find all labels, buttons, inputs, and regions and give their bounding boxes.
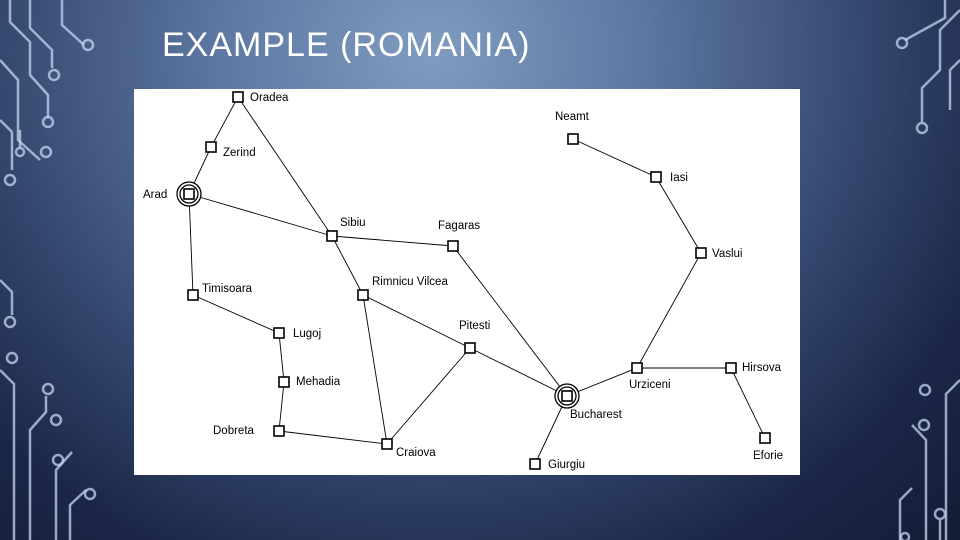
city-label-lugoj: Lugoj [293,328,321,340]
city-label-vaslui: Vaslui [712,248,742,260]
road-lugoj-mehadia [278,332,285,383]
road-oradea-sibiu [237,96,333,237]
city-node-pitesti [464,342,476,354]
city-node-dobreta [273,425,285,437]
city-node-zerind [205,141,217,153]
road-rimnicu-pitesti [362,294,471,349]
road-fagaras-bucharest [452,245,568,397]
slide-title: EXAMPLE (ROMANIA) [162,26,531,64]
city-label-neamt: Neamt [555,111,590,123]
road-sibiu-rimnicu [331,235,364,296]
city-label-timisoara: Timisoara [202,283,253,295]
city-node-vaslui [695,247,707,259]
city-node-timisoara [187,289,199,301]
road-arad-timisoara [188,193,194,296]
road-hirsova-eforie [730,367,766,439]
road-rimnicu-craiova [362,294,388,445]
city-label-arad: Arad [143,189,167,201]
city-label-bucharest: Bucharest [570,409,623,421]
city-label-eforie: Eforie [753,450,783,462]
road-urziceni-vaslui [636,252,702,369]
city-label-hirsova: Hirsova [742,362,782,374]
road-mehadia-dobreta [278,381,285,432]
city-node-giurgiu [529,458,541,470]
city-node-neamt [567,133,579,145]
city-label-fagaras: Fagaras [438,220,480,232]
city-label-urziceni: Urziceni [629,379,671,391]
city-label-dobreta: Dobreta [213,425,255,437]
road-iasi-neamt [572,138,657,178]
city-node-sibiu [326,230,338,242]
road-vaslui-iasi [655,176,702,254]
city-label-zerind: Zerind [223,147,256,159]
city-node-fagaras [447,240,459,252]
city-node-bucharest [561,390,573,402]
city-label-mehadia: Mehadia [296,376,341,388]
road-timisoara-lugoj [192,294,280,334]
city-label-sibiu: Sibiu [340,217,366,229]
road-arad-sibiu [188,193,333,237]
city-label-pitesti: Pitesti [459,320,490,332]
city-label-oradea: Oradea [250,92,289,104]
city-node-craiova [381,438,393,450]
city-node-oradea [232,91,244,103]
city-node-arad [183,188,195,200]
city-node-urziceni [631,362,643,374]
road-dobreta-craiova [278,430,388,445]
city-node-hirsova [725,362,737,374]
city-node-rimnicu [357,289,369,301]
road-craiova-pitesti [386,347,471,445]
city-node-iasi [650,171,662,183]
city-label-iasi: Iasi [670,172,688,184]
road-sibiu-fagaras [331,235,454,247]
road-pitesti-bucharest [469,347,568,397]
city-label-craiova: Craiova [396,447,436,459]
city-node-eforie [759,432,771,444]
city-node-mehadia [278,376,290,388]
city-node-lugoj [273,327,285,339]
road-oradea-zerind [210,96,239,148]
city-label-rimnicu: Rimnicu Vilcea [372,276,448,288]
city-label-giurgiu: Giurgiu [548,459,585,471]
